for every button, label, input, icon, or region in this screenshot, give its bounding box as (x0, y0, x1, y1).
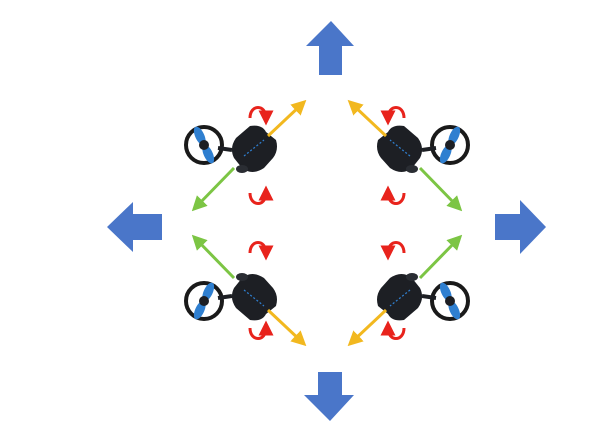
propeller-icon (184, 281, 233, 321)
force-vector-arrow-icon (347, 99, 388, 138)
thruster-unit-top-right (347, 99, 470, 212)
curved-rotation-arrow-icon (248, 320, 274, 340)
thruster-unit-bottom-right (347, 234, 470, 347)
force-vector-arrow-icon (347, 308, 388, 347)
curved-rotation-arrow-icon (380, 106, 406, 126)
propeller-icon (184, 125, 233, 165)
force-vector-arrow-icon (266, 99, 307, 138)
thruster-body-icon (377, 273, 423, 321)
curved-rotation-arrow-icon (248, 106, 274, 126)
force-vector-arrow-icon (266, 308, 307, 347)
propeller-icon (421, 125, 470, 165)
left-arrow-icon (107, 202, 162, 252)
down-arrow-icon (304, 372, 354, 421)
thruster-unit-top-left (184, 99, 307, 212)
propeller-icon (421, 281, 470, 321)
direction-arrows (107, 21, 546, 421)
thruster-body-icon (377, 125, 423, 173)
right-arrow-icon (495, 200, 546, 254)
curved-rotation-arrow-icon (248, 241, 274, 261)
curved-rotation-arrow-icon (380, 241, 406, 261)
force-vector-arrow-icon (418, 234, 463, 280)
curved-rotation-arrow-icon (380, 320, 406, 340)
force-vector-arrow-icon (191, 234, 236, 280)
force-vector-arrow-icon (418, 166, 463, 212)
force-vector-arrow-icon (191, 166, 236, 212)
thruster-body-icon (231, 273, 277, 321)
up-arrow-icon (306, 21, 354, 75)
thruster-unit-bottom-left (184, 234, 307, 347)
thruster-body-icon (231, 125, 277, 173)
curved-rotation-arrow-icon (248, 185, 274, 205)
curved-rotation-arrow-icon (380, 185, 406, 205)
